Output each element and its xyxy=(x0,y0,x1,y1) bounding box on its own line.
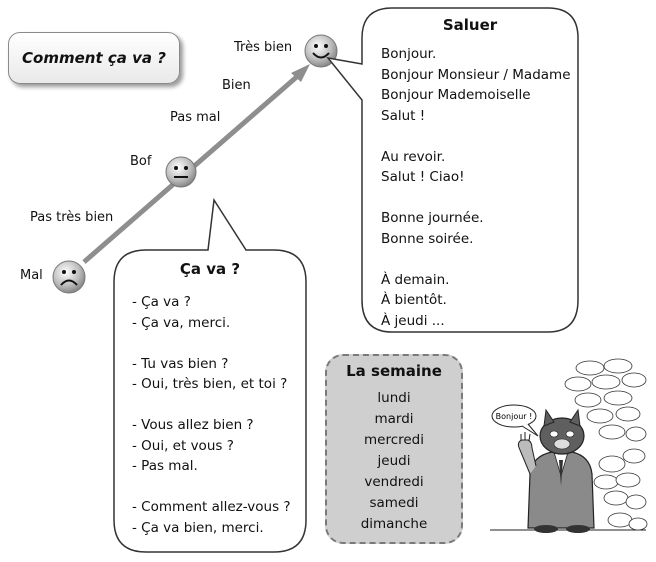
label-pas-mal: Pas mal xyxy=(170,110,221,125)
label-pas-tres-bien: Pas très bien xyxy=(30,210,114,225)
day-item: mercredi xyxy=(363,432,424,448)
title-box: Comment ça va ? xyxy=(8,32,180,84)
day-item: samedi xyxy=(369,495,419,511)
smile-face-icon xyxy=(304,34,338,68)
day-item: dimanche xyxy=(360,516,428,532)
cat-speech-text: Bonjour ! xyxy=(496,412,533,421)
label-bien: Bien xyxy=(222,78,251,93)
cat-figure xyxy=(517,408,595,533)
neutral-face-icon xyxy=(165,156,197,188)
week-title: La semaine xyxy=(346,362,442,380)
day-item: jeudi xyxy=(377,453,411,469)
cat-speech-bubble: Bonjour ! xyxy=(491,404,539,437)
page-title: Comment ça va ? xyxy=(22,49,166,67)
label-mal: Mal xyxy=(20,268,43,283)
frown-face-icon xyxy=(52,260,86,294)
day-item: mardi xyxy=(374,411,414,427)
crowd-bubbles xyxy=(564,358,648,531)
day-item: vendredi xyxy=(364,474,424,490)
label-tres-bien: Très bien xyxy=(234,40,293,55)
label-bof: Bof xyxy=(130,154,152,169)
cartoon-cat-illustration: Bonjour ! xyxy=(490,358,648,533)
mood-arrow xyxy=(82,64,310,264)
day-item: lundi xyxy=(377,390,411,406)
week-box: La semaine lundi mardi mercredi jeudi ve… xyxy=(325,354,463,544)
